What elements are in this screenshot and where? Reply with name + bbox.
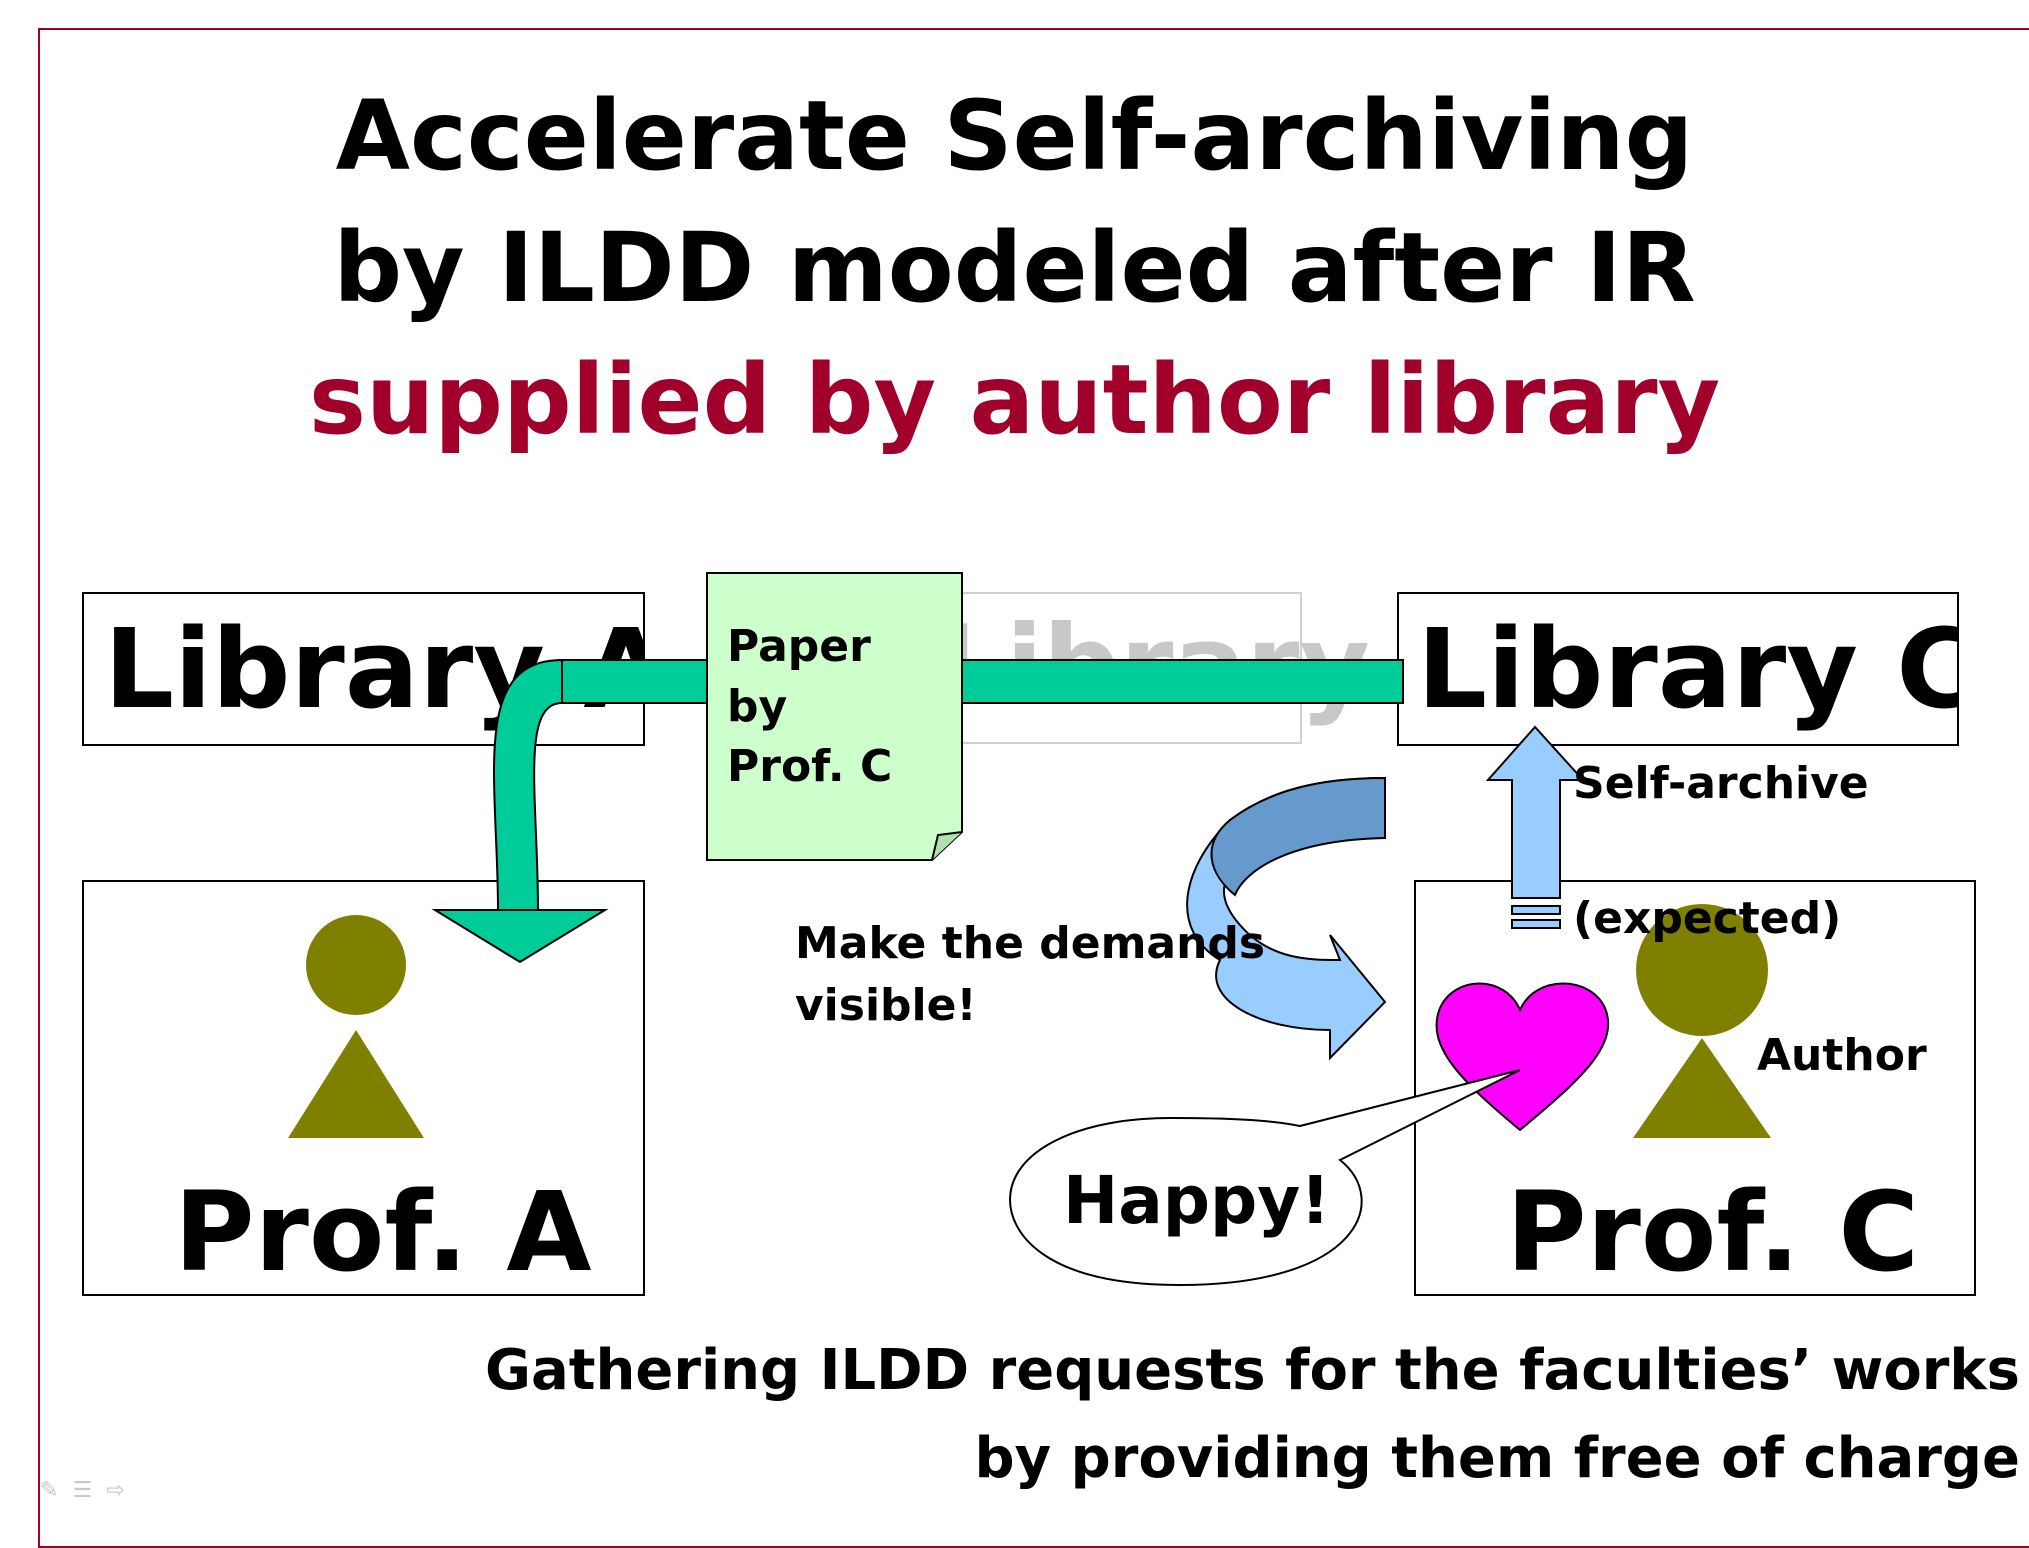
footer-line-1: Gathering ILDD requests for the facultie… [485, 1338, 2020, 1403]
expected-label: (expected) [1573, 893, 1842, 944]
self-archive-label: Self-archive [1573, 758, 1869, 809]
paper-label-line-2: by [727, 681, 788, 732]
title-line-2: by ILDD modeled after IR [333, 212, 1696, 324]
paper-label-line-3: Prof. C [727, 741, 893, 792]
pen-icon[interactable]: ✎ [40, 1478, 73, 1503]
happy-label: Happy! [1063, 1162, 1331, 1239]
prof-c-label: Prof. C [1506, 1168, 1920, 1296]
paper-label-line-1: Paper [727, 621, 871, 672]
person-a-icon [288, 915, 424, 1138]
make-demands-label: Make the demands visible! [795, 913, 1265, 1037]
heart-icon [1435, 982, 1610, 1132]
person-c-icon [1633, 904, 1771, 1138]
next-arrow-icon[interactable]: ⇨ [106, 1478, 139, 1503]
library-c-box: Library C [1397, 592, 1959, 746]
diagram-graphics [288, 572, 1771, 1287]
make-demands-line-2: visible! [795, 980, 977, 1031]
title-line-1: Accelerate Self-archiving [335, 80, 1694, 192]
paper-label: Paper by Prof. C [727, 617, 892, 797]
self-archive-up-arrow [1485, 725, 1586, 929]
green-flow-arrow [431, 658, 1404, 964]
slideshow-toolbar[interactable]: ✎☰⇨ [40, 1478, 139, 1503]
make-demands-line-1: Make the demands [795, 918, 1266, 969]
library-c-label: Library C [1417, 605, 1959, 733]
curved-demand-arrow [1186, 776, 1387, 1061]
footer-line-2: by providing them free of charge [974, 1426, 2020, 1491]
author-label: Author [1757, 1030, 1927, 1081]
menu-icon[interactable]: ☰ [72, 1478, 107, 1503]
speech-bubble [1008, 1069, 1521, 1287]
paper-document-icon [706, 572, 963, 861]
title-line-3: supplied by author library [308, 344, 1721, 456]
prof-a-label: Prof. A [174, 1168, 592, 1296]
